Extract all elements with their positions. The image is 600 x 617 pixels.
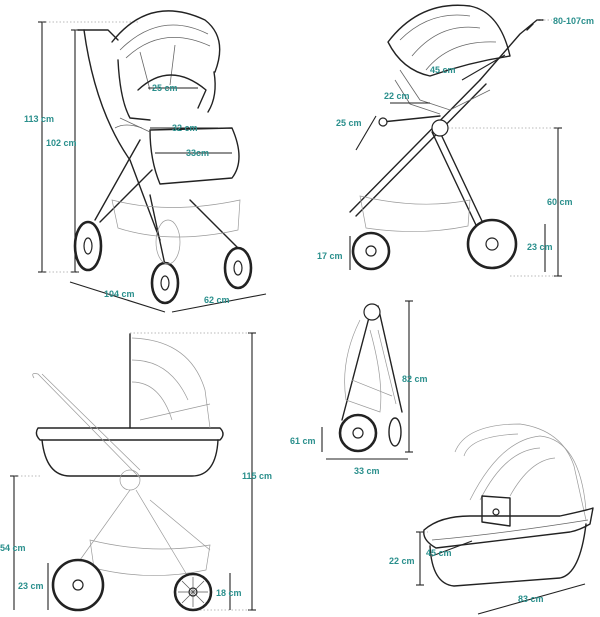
label-54: 54 cm [0, 543, 26, 553]
dim-45-line [461, 54, 506, 81]
rear-leg-left [83, 29, 161, 241]
label-113: 113 cm [24, 114, 54, 124]
label-25-side: 25 cm [336, 118, 362, 128]
folded-view: 82 cm 61 cm 33 cm [290, 300, 428, 476]
carrycot-canopy [469, 435, 587, 511]
label-45-cot: 45 cm [426, 548, 452, 558]
stroller-front-view: 113 cm 102 cm 25 cm 32 cm 33cm 104 cm 62… [24, 10, 267, 313]
canopy [111, 10, 221, 73]
carrycot-rim [423, 507, 594, 549]
carrycot-view: 22 cm 45 cm 83 cm [389, 423, 594, 615]
label-80-107: 80-107cm [553, 16, 594, 26]
label-33: 33cm [186, 148, 209, 158]
label-22: 22 cm [384, 91, 410, 101]
frame-carrycot-body [41, 439, 219, 477]
label-25: 25 cm [152, 83, 178, 93]
label-102: 102 cm [46, 138, 77, 148]
side-bumper [381, 115, 441, 123]
label-83: 83 cm [518, 594, 544, 604]
dim-83-line [477, 583, 586, 615]
carrycot-body [429, 523, 587, 587]
folded-hinge [363, 303, 381, 321]
label-45: 45 cm [430, 65, 456, 75]
label-115: 115 cm [242, 471, 272, 481]
label-17: 17 cm [317, 251, 343, 261]
side-canopy [387, 4, 511, 77]
frame-handle [32, 373, 141, 479]
carrycot-canopy-bar [454, 423, 587, 521]
label-23-side: 23 cm [527, 242, 553, 252]
handlebar [77, 29, 119, 41]
label-23-frame: 23 cm [18, 581, 44, 591]
label-33-folded: 33 cm [354, 466, 380, 476]
dim-62-line [171, 293, 267, 313]
side-hinge [431, 119, 449, 137]
basket [111, 199, 241, 238]
label-61: 61 cm [290, 436, 316, 446]
folded-frame-left [341, 305, 373, 421]
front-leg-right [189, 199, 239, 249]
folded-frame-right [377, 305, 403, 413]
front-leg-left [149, 194, 166, 266]
label-18: 18 cm [216, 588, 242, 598]
label-60: 60 cm [547, 197, 573, 207]
carrycot-handle-badge [481, 495, 511, 527]
label-62: 62 cm [204, 295, 230, 305]
label-82: 82 cm [402, 374, 428, 384]
side-basket [359, 195, 471, 232]
stroller-side-view: 80-107cm 45 cm 22 cm 25 cm 60 cm 17 cm 2… [317, 4, 594, 277]
seat-cushion [149, 127, 240, 185]
dim-104-line [69, 281, 166, 313]
frame-carrycot-rim [35, 427, 224, 441]
label-32: 32 cm [172, 123, 198, 133]
seat-back [117, 59, 151, 121]
label-104: 104 cm [104, 289, 135, 299]
label-22-cot: 22 cm [389, 556, 415, 566]
side-rear-leg [437, 127, 491, 239]
side-handle [479, 19, 544, 81]
bumper-bar [137, 74, 207, 109]
carrycot-on-frame-view: 115 cm 54 cm 23 cm 18 cm [0, 332, 272, 612]
side-front-leg [349, 79, 481, 213]
